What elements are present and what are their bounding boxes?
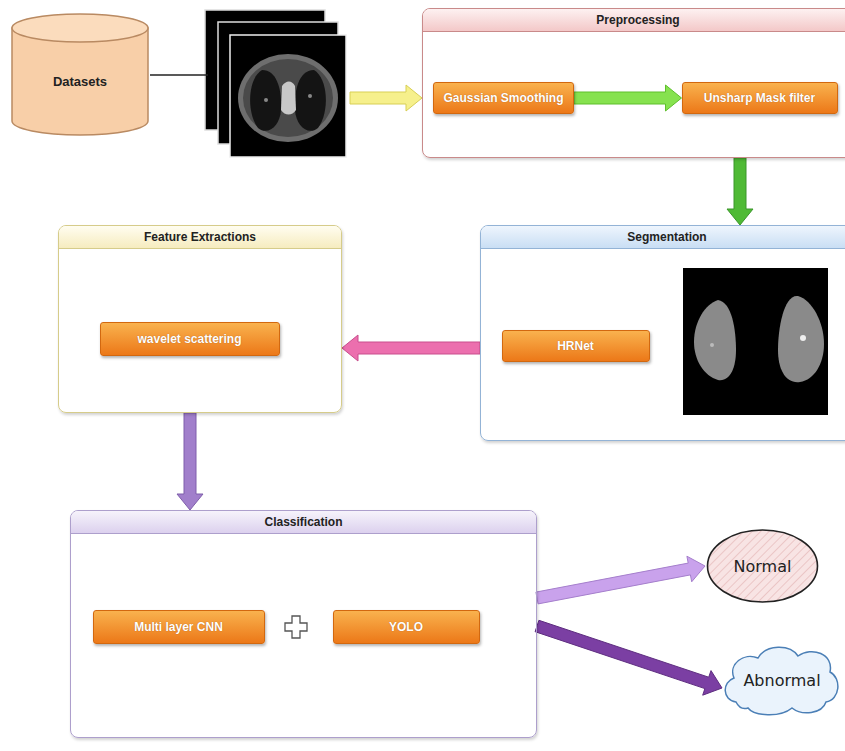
segmented-lung-image (683, 268, 828, 415)
process-box: HRNet (502, 330, 650, 362)
cylinder-top (12, 14, 148, 42)
ct-vessel (264, 98, 268, 102)
flow-arrow (574, 85, 682, 111)
database-cylinder: Datasets (10, 12, 150, 137)
panel-header-band: Classification (71, 511, 536, 534)
node-label: YOLO (389, 620, 423, 634)
block-arrow (727, 158, 753, 225)
ct-slice (230, 35, 346, 157)
ct-vessel (308, 94, 312, 98)
stage-panel: PreprocessingGaussian Smoothing Unsharp M… (422, 8, 845, 158)
process-box: Multi layer CNN (93, 610, 265, 644)
output-ellipse: Normal (705, 527, 820, 605)
flow-arrow (177, 413, 203, 510)
segmentation-mask-bg (683, 268, 828, 415)
ct-body-inner (243, 59, 333, 137)
panel-title: Preprocessing (596, 13, 679, 27)
connector-line (150, 74, 208, 76)
stage-panel: Feature Extractions wavelet scattering (58, 225, 342, 413)
lung-vessel (710, 343, 714, 347)
process-box: Gaussian Smoothing (433, 82, 574, 114)
panel-header-band: Segmentation (481, 226, 845, 249)
block-arrow (574, 85, 682, 111)
panel-title: Feature Extractions (144, 230, 256, 244)
stage-panel: ClassificationMulti layer CNN YOLO (70, 510, 537, 738)
block-arrow (177, 413, 203, 510)
segmented-lung (778, 296, 824, 382)
output-label: Abnormal (743, 671, 820, 690)
ct-mediastinum (281, 82, 296, 115)
flow-arrow (150, 75, 422, 111)
process-box: YOLO (333, 610, 480, 644)
node-label: Datasets (53, 74, 107, 89)
segmented-lung (694, 300, 736, 380)
process-box: wavelet scattering (100, 322, 280, 356)
panel-title: Classification (264, 515, 342, 529)
panel-header-band: Preprocessing (423, 9, 845, 32)
panel-header-band: Feature Extractions (59, 226, 341, 249)
panel-title: Segmentation (627, 230, 706, 244)
node-label: wavelet scattering (137, 332, 241, 346)
node-label: Multi layer CNN (134, 620, 223, 634)
stage-panel: SegmentationHRNet (480, 225, 845, 441)
flow-arrow (342, 335, 480, 361)
ct-lung (295, 70, 326, 131)
node-label: Gaussian Smoothing (443, 91, 563, 105)
cloud-outline (725, 647, 838, 715)
plus-symbol (285, 616, 307, 638)
output-cloud: Abnormal (722, 640, 842, 718)
block-arrow (350, 85, 422, 111)
process-box: Unsharp Mask filter (682, 82, 838, 114)
flow-arrow (727, 158, 753, 225)
ct-body (238, 54, 338, 142)
cylinder-body (12, 28, 148, 135)
node-label: HRNet (557, 339, 594, 353)
block-arrow (342, 335, 480, 361)
ellipse-outline (708, 530, 818, 602)
flow-arrow (535, 620, 722, 695)
block-arrow (536, 556, 705, 604)
block-arrow (535, 620, 722, 695)
ct-lung (250, 70, 281, 131)
ct-image-stack (205, 10, 346, 157)
flow-arrow (536, 556, 705, 604)
node-label: Unsharp Mask filter (704, 91, 815, 105)
output-label: Normal (734, 557, 792, 576)
lung-vessel (800, 335, 806, 341)
